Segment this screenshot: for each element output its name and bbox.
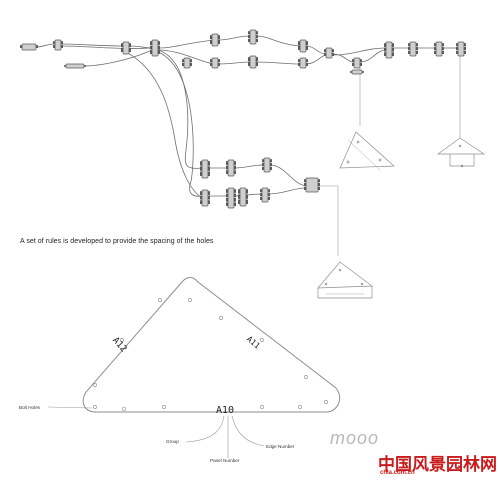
bolt-holes-label: Bolt Holes (19, 405, 40, 410)
graph-node (384, 41, 394, 59)
preview-triangle-small (339, 131, 395, 171)
graph-node (248, 29, 258, 45)
graph-wires (35, 35, 458, 199)
bolt-hole (304, 375, 308, 379)
preview-triangle-mid (317, 261, 374, 299)
bolt-hole (260, 405, 264, 409)
graph-node (53, 39, 63, 51)
graph-node (352, 57, 362, 69)
bolt-hole (188, 298, 192, 302)
bolt-hole (298, 405, 302, 409)
bolt-hole (93, 405, 97, 409)
graph-node (20, 43, 38, 51)
watermark-cn: 中国风景园林网 (378, 455, 497, 475)
graph-node (238, 187, 248, 207)
graph-node (200, 189, 210, 207)
panel-triangle (82, 277, 341, 413)
graph-node (324, 47, 334, 59)
graph-node (350, 69, 364, 75)
watermark-url: chla.com.cn (380, 470, 415, 476)
graph-node (408, 41, 418, 57)
graph-node (182, 57, 192, 69)
bolt-hole (158, 298, 162, 302)
graph-node (298, 39, 308, 53)
bolt-hole (93, 383, 97, 387)
graph-node (298, 57, 308, 69)
graph-node (434, 41, 444, 57)
bolt-hole (324, 400, 328, 404)
panel-number-label: Panel Number (210, 458, 240, 463)
bolt-hole (260, 338, 264, 342)
graph-node (260, 187, 270, 203)
graph-nodes (20, 29, 466, 209)
preview-triangle-right (436, 137, 486, 168)
graph-node (200, 159, 210, 179)
watermark-logo: mooo (330, 428, 380, 448)
graph-node (248, 55, 258, 69)
graph-node (64, 63, 86, 69)
callout-lines (185, 415, 265, 458)
caption-text: A set of rules is developed to provide t… (20, 238, 214, 245)
graph-node (226, 187, 236, 209)
bolt-hole (219, 316, 223, 320)
leader-lines (47, 54, 461, 409)
graph-node (226, 159, 236, 177)
graph-node (210, 33, 220, 47)
bolt-hole (121, 406, 127, 412)
graph-node (210, 57, 220, 69)
bolt-hole (120, 338, 124, 342)
graph-node (121, 41, 131, 55)
group-label: Group (166, 439, 179, 444)
bolt-hole (162, 405, 166, 409)
edge-label-bottom: A10 (216, 405, 235, 416)
graph-node (262, 157, 272, 173)
graph-node (150, 39, 160, 57)
graph-node (456, 41, 466, 57)
graph-node (304, 177, 320, 193)
edge-number-label: Edge Number (266, 444, 295, 449)
